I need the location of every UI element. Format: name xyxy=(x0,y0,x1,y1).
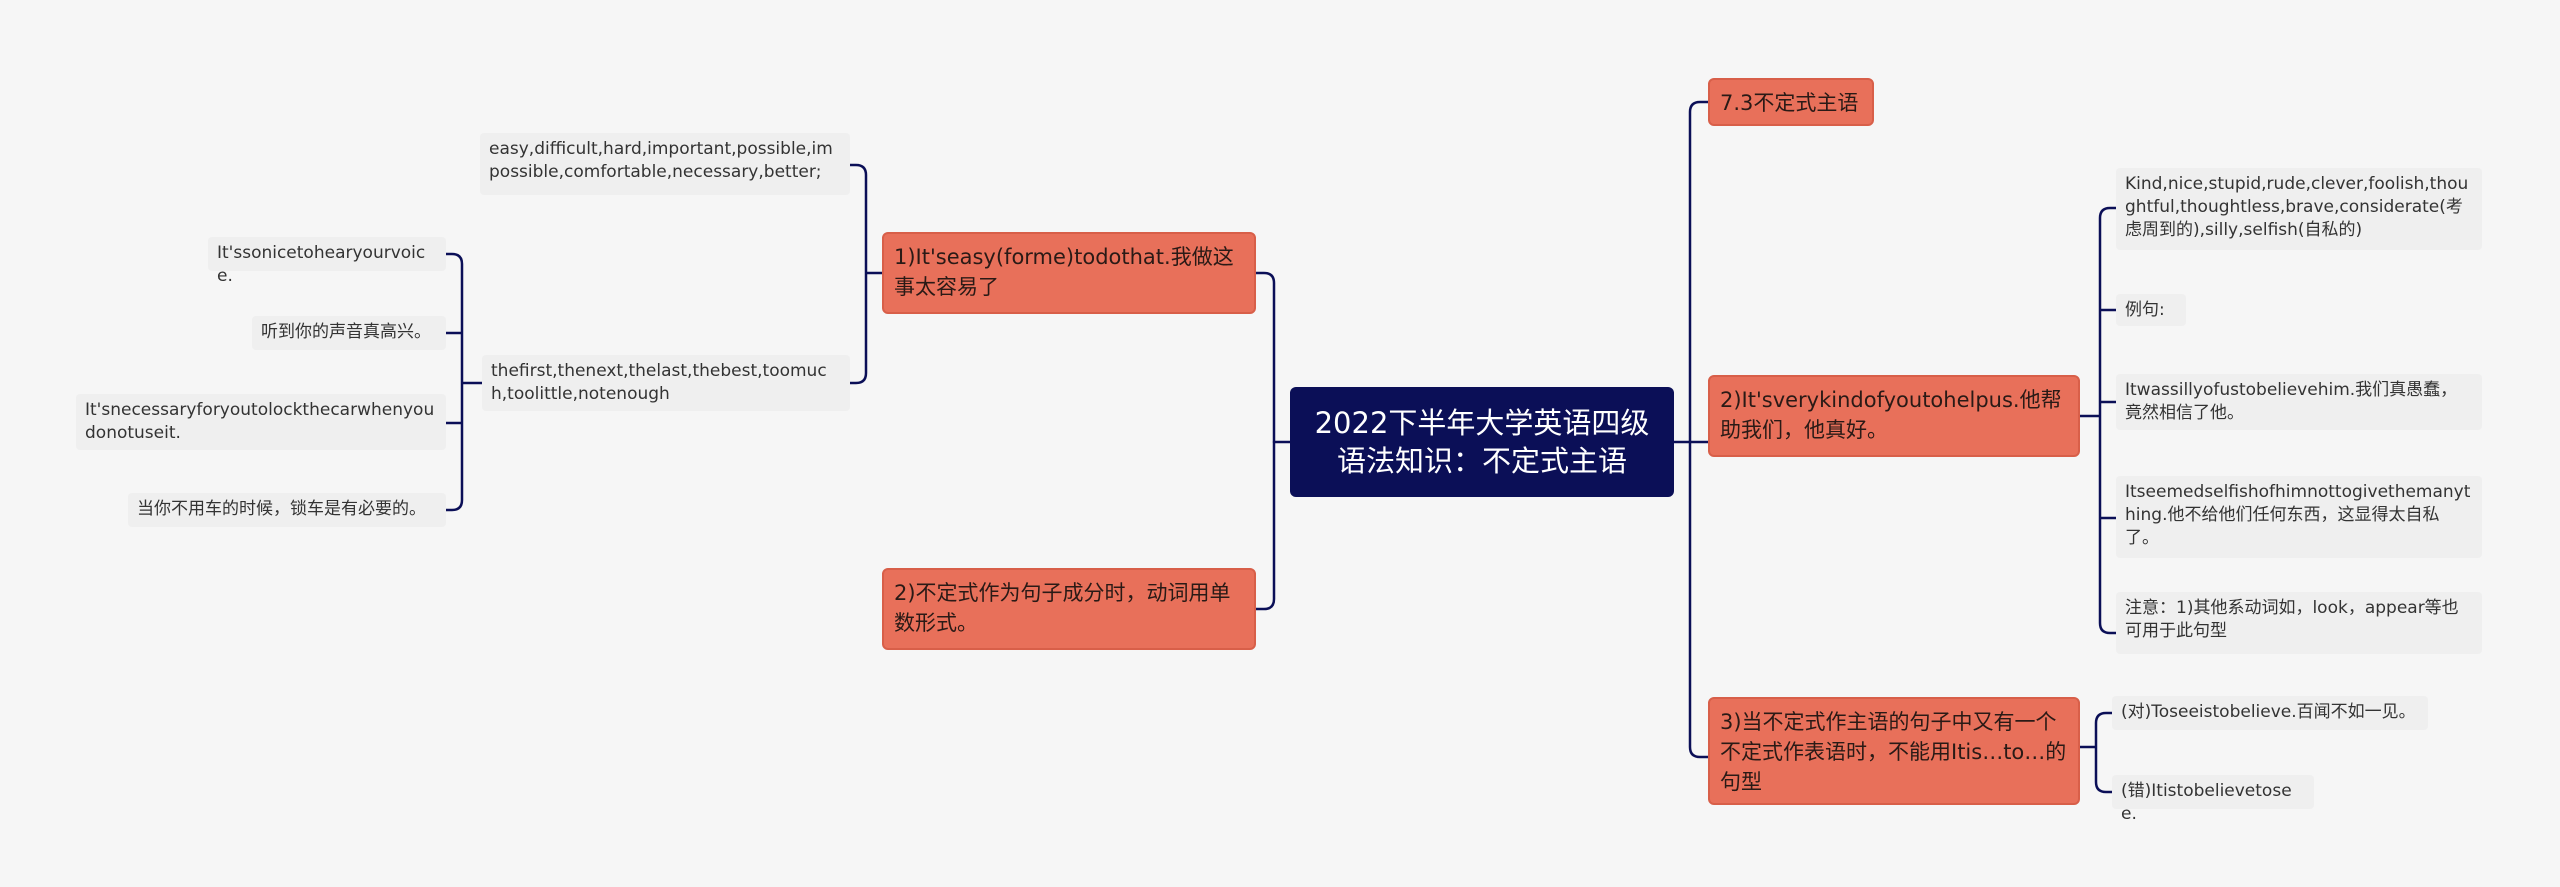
leaf-easy-adjectives[interactable]: easy,difficult,hard,important,possible,i… xyxy=(480,133,850,195)
leaf-wrong-example[interactable]: (错)Itistobelievetosee. xyxy=(2112,775,2314,824)
topic-infinitive-predicative[interactable]: 3)当不定式作主语的句子中又有一个不定式作表语时，不能用Itis…to…的句型 xyxy=(1708,697,2080,805)
leaf-nice-voice-cn[interactable]: 听到你的声音真高兴。 xyxy=(252,316,446,350)
leaf-correct-example-text: (对)Toseeistobelieve.百闻不如一见。 xyxy=(2121,702,2416,722)
leaf-wrong-example-text: (错)Itistobelievetosee. xyxy=(2121,781,2292,824)
topic-infinitive-predicative-label: 3)当不定式作主语的句子中又有一个不定式作表语时，不能用Itis…to…的句型 xyxy=(1720,710,2067,794)
link-b3-children xyxy=(2078,711,2114,794)
leaf-nice-voice-cn-text: 听到你的声音真高兴。 xyxy=(261,322,431,342)
leaf-note-linking-verbs-text: 注意：1)其他系动词如，look，appear等也可用于此句型 xyxy=(2125,598,2459,641)
leaf-nice-voice[interactable]: It'ssonicetohearyourvoice. xyxy=(208,237,446,286)
link-left-trunk xyxy=(1254,271,1276,611)
leaf-example-heading[interactable]: 例句: xyxy=(2116,294,2186,326)
leaf-first-next-last-text: thefirst,thenext,thelast,thebest,toomuch… xyxy=(491,361,827,404)
leaf-example-selfish[interactable]: Itseemedselfishofhimnottogivethemanythin… xyxy=(2116,476,2482,558)
topic-singular-verb[interactable]: 2)不定式作为句子成分时，动词用单数形式。 xyxy=(882,568,1256,650)
topic-title-node[interactable]: 7.3不定式主语 xyxy=(1708,78,1874,126)
topic-its-easy[interactable]: 1)It'seasy(forme)todothat.我做这事太容易了 xyxy=(882,232,1256,314)
topic-kind-of-you[interactable]: 2)It'sverykindofyoutohelpus.他帮助我们，他真好。 xyxy=(1708,375,2080,457)
topic-title-label: 7.3不定式主语 xyxy=(1720,91,1859,115)
root-topic[interactable]: 2022下半年大学英语四级语法知识：不定式主语 xyxy=(1290,387,1674,497)
leaf-lock-car[interactable]: It'snecessaryforyoutolockthecarwhenyoudo… xyxy=(76,394,446,450)
root-topic-label: 2022下半年大学英语四级语法知识：不定式主语 xyxy=(1314,406,1650,478)
leaf-lock-car-text: It'snecessaryforyoutolockthecarwhenyoudo… xyxy=(85,400,435,443)
link-childb-children xyxy=(444,252,484,512)
leaf-adjective-list[interactable]: Kind,nice,stupid,rude,clever,foolish,tho… xyxy=(2116,168,2482,250)
link-b2-children xyxy=(2078,206,2118,635)
leaf-example-silly[interactable]: Itwassillyofustobelievehim.我们真愚蠢，竟然相信了他。 xyxy=(2116,374,2482,430)
leaf-correct-example[interactable]: (对)Toseeistobelieve.百闻不如一见。 xyxy=(2112,696,2428,730)
leaf-adjective-list-text: Kind,nice,stupid,rude,clever,foolish,tho… xyxy=(2125,174,2469,240)
link-right-trunk xyxy=(1688,100,1710,759)
topic-its-easy-label: 1)It'seasy(forme)todothat.我做这事太容易了 xyxy=(894,245,1234,299)
topic-singular-verb-label: 2)不定式作为句子成分时，动词用单数形式。 xyxy=(894,581,1231,635)
leaf-nice-voice-text: It'ssonicetohearyourvoice. xyxy=(217,243,426,286)
leaf-lock-car-cn[interactable]: 当你不用车的时候，锁车是有必要的。 xyxy=(128,493,446,527)
leaf-note-linking-verbs[interactable]: 注意：1)其他系动词如，look，appear等也可用于此句型 xyxy=(2116,592,2482,654)
leaf-lock-car-cn-text: 当你不用车的时候，锁车是有必要的。 xyxy=(137,499,426,519)
leaf-example-heading-text: 例句: xyxy=(2125,300,2165,320)
leaf-example-silly-text: Itwassillyofustobelievehim.我们真愚蠢，竟然相信了他。 xyxy=(2125,380,2458,423)
leaf-first-next-last[interactable]: thefirst,thenext,thelast,thebest,toomuch… xyxy=(482,355,850,411)
leaf-easy-adjectives-text: easy,difficult,hard,important,possible,i… xyxy=(489,139,833,182)
leaf-example-selfish-text: Itseemedselfishofhimnottogivethemanythin… xyxy=(2125,482,2471,548)
topic-kind-of-you-label: 2)It'sverykindofyoutohelpus.他帮助我们，他真好。 xyxy=(1720,388,2062,442)
link-b1-children xyxy=(848,163,884,385)
